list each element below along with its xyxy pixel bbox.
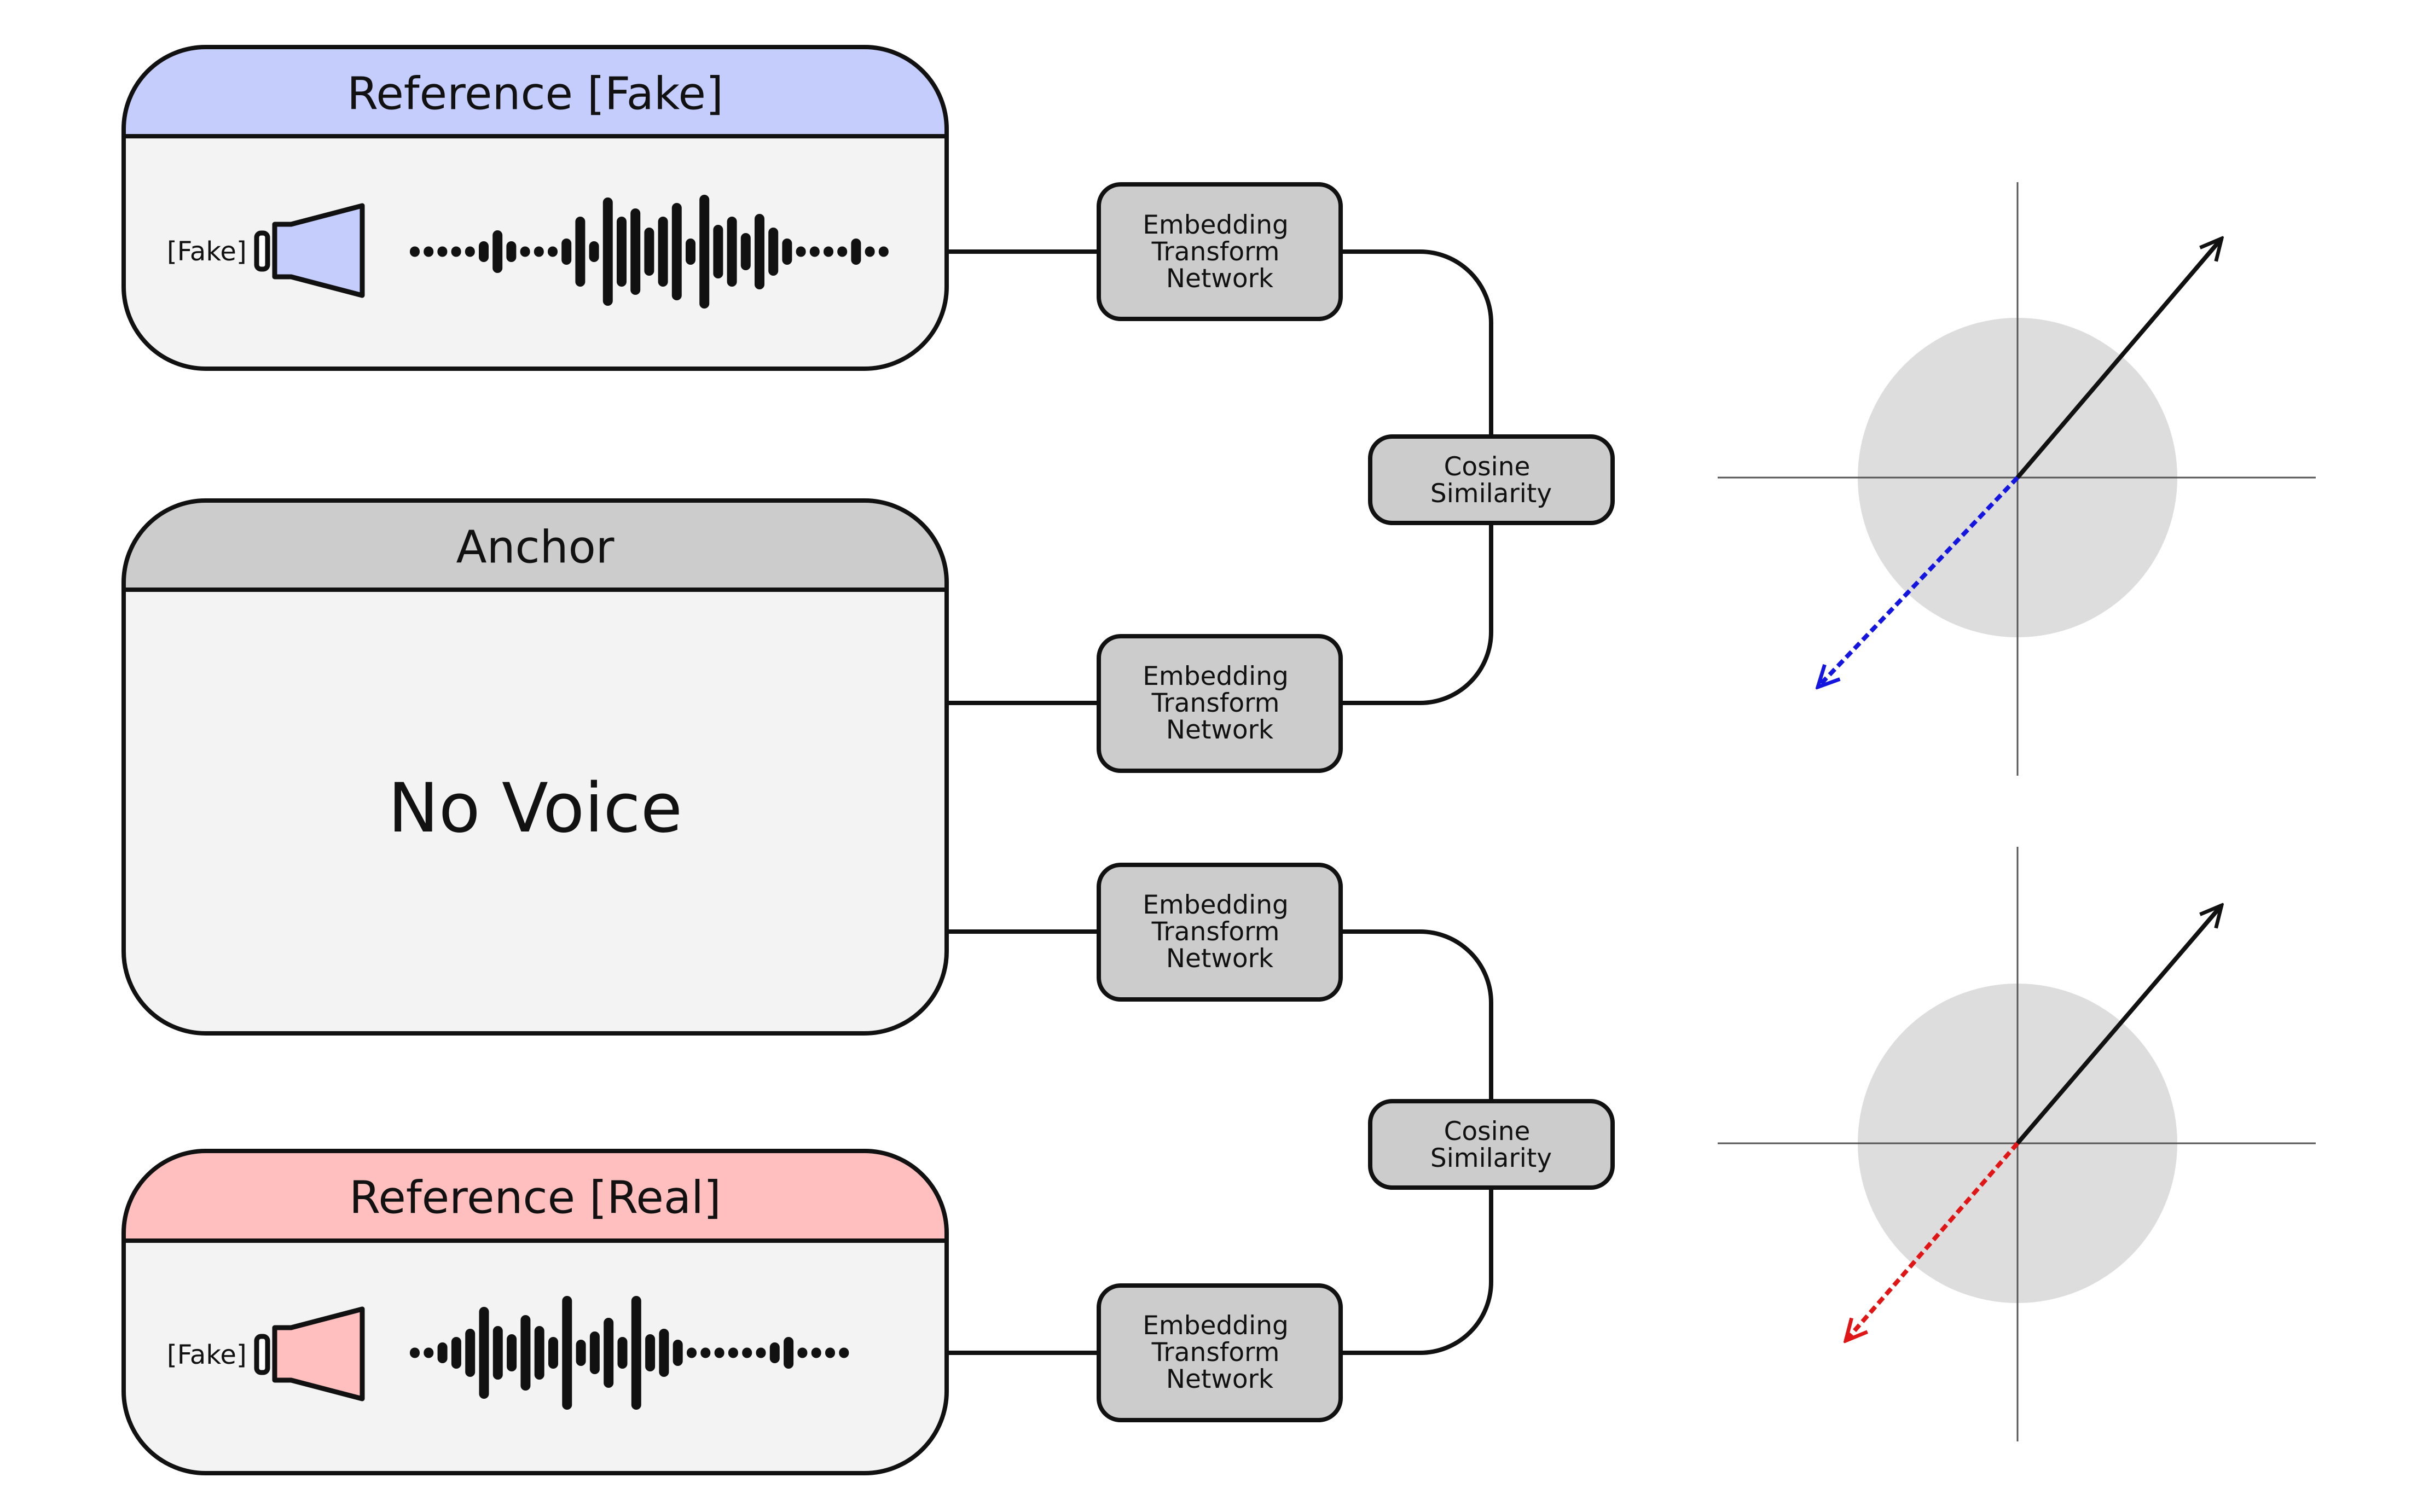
anchor-body <box>124 590 947 1033</box>
reference-fake-title: Reference [Fake] <box>347 68 723 120</box>
reference-real-header <box>124 1151 947 1241</box>
reference-real-panel: Reference [Real] [Fake] <box>121 1149 949 1475</box>
reference-fake-audio-label: [Fake] <box>167 236 247 267</box>
embedding-node-2-line-1: Embedding <box>1143 661 1289 691</box>
embedding-node-2: Embedding Transform Network <box>1097 634 1343 773</box>
connector-embedding-3-to-cosine-2 <box>1341 929 1493 1101</box>
embedding-node-1-line-1: Embedding <box>1143 210 1289 240</box>
waveform-icon <box>410 195 889 309</box>
cosine-node-1-line-1: Cosine <box>1444 452 1531 482</box>
embedding-node-1-line-3: Network <box>1166 264 1274 294</box>
embedding-node-2-line-3: Network <box>1166 715 1274 745</box>
reference-fake-header <box>124 47 947 136</box>
embedding-node-3-line-3: Network <box>1166 944 1274 974</box>
speaker-icon <box>254 203 365 298</box>
vector-plot-real <box>1718 847 2316 1441</box>
embedding-node-4: Embedding Transform Network <box>1097 1283 1343 1422</box>
svg-text:Embedding Transform: Embedding Transform Network <box>1143 210 1297 294</box>
svg-text:Embedding Transform: Embedding Transform Network <box>1143 890 1297 974</box>
cosine-node-2-line-1: Cosine <box>1444 1116 1531 1147</box>
speaker-icon <box>254 1306 365 1401</box>
embedding-node-3-line-1: Embedding <box>1143 890 1289 920</box>
embedding-node-3-line-2: Transform <box>1151 917 1280 947</box>
svg-text:Embedding Transform: Embedding Transform Network <box>1143 1311 1297 1394</box>
embedding-node-1-line-2: Transform <box>1151 237 1280 267</box>
anchor-vector <box>2015 239 2222 479</box>
svg-text:Cosine Similarity: Cosine Similarity <box>1430 452 1552 509</box>
cosine-similarity-node-2: Cosine Similarity <box>1368 1099 1615 1190</box>
svg-text:Cosine Similarity: Cosine Similarity <box>1430 1116 1552 1173</box>
cosine-node-2-line-2: Similarity <box>1430 1143 1552 1173</box>
embedding-node-4-line-1: Embedding <box>1143 1311 1289 1341</box>
anchor-header <box>124 501 947 590</box>
reference-real-title: Reference [Real] <box>349 1172 721 1224</box>
connector-embedding-4-to-cosine-2 <box>1341 1188 1493 1355</box>
embedding-node-4-line-2: Transform <box>1151 1337 1280 1368</box>
real-reference-vector <box>1846 1142 2020 1341</box>
embedding-node-2-line-2: Transform <box>1151 688 1280 718</box>
connectors <box>947 249 1493 1355</box>
reference-fake-panel: Reference [Fake] [Fake] <box>121 45 949 371</box>
anchor-content: No Voice <box>388 769 682 848</box>
anchor-title: Anchor <box>456 522 614 574</box>
svg-text:Embedding Transform: Embedding Transform Network <box>1143 661 1297 745</box>
cosine-node-1-line-2: Similarity <box>1430 479 1552 509</box>
vector-plot-fake <box>1718 182 2316 776</box>
anchor-panel: Anchor No Voice <box>121 498 949 1036</box>
anchor-vector <box>2015 905 2222 1145</box>
embedding-node-3: Embedding Transform Network <box>1097 863 1343 1002</box>
embedding-node-4-line-3: Network <box>1166 1364 1274 1394</box>
waveform-icon <box>410 1296 849 1410</box>
reference-real-audio-label: [Fake] <box>167 1340 247 1370</box>
cosine-similarity-node-1: Cosine Similarity <box>1368 434 1615 525</box>
embedding-node-1: Embedding Transform Network <box>1097 182 1343 321</box>
connector-embedding-1-to-cosine-1 <box>1341 249 1493 437</box>
connector-embedding-2-to-cosine-1 <box>1341 523 1493 705</box>
fake-reference-vector <box>1818 476 2019 687</box>
